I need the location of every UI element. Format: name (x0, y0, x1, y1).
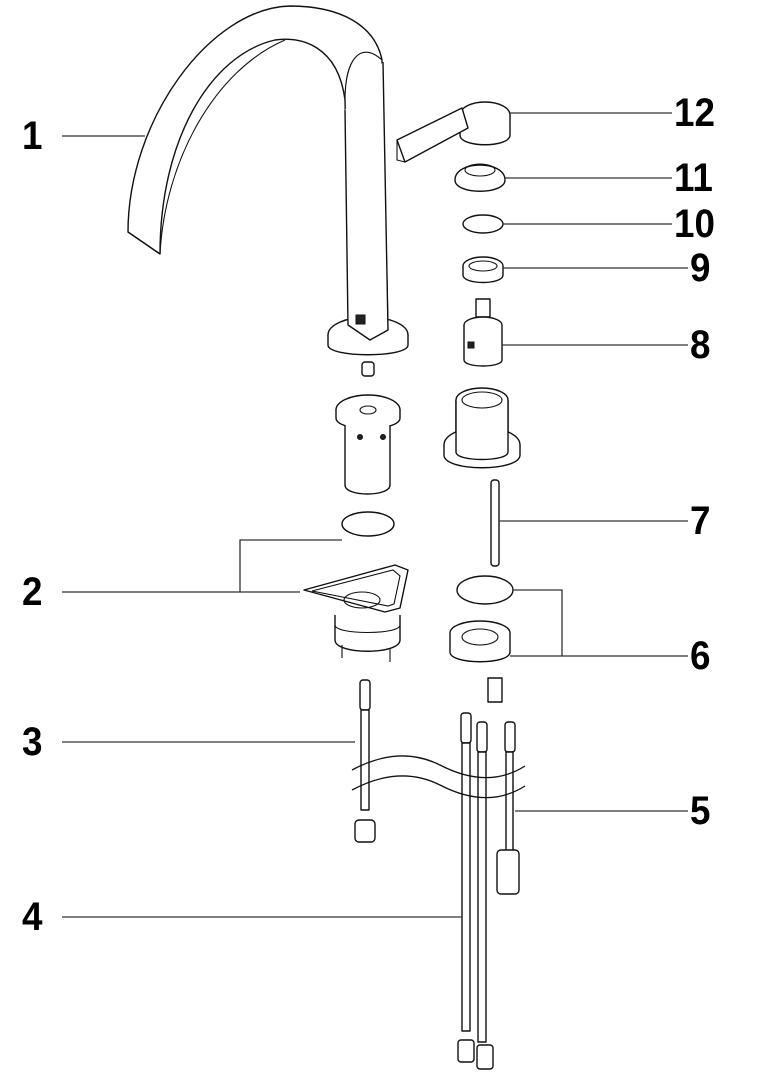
part-6-mounting-set (449, 575, 514, 703)
callout-5: 5 (690, 789, 711, 833)
callout-2: 2 (22, 570, 43, 614)
callout-4: 4 (22, 895, 43, 939)
part-12-handle (396, 101, 511, 163)
callout-9: 9 (690, 246, 711, 290)
part-10-o-ring (462, 214, 504, 234)
part-1-spout (127, 5, 409, 377)
part-2-mounting-set (303, 511, 409, 662)
part-4-5-hoses (457, 712, 520, 1070)
spout-mounting-body (335, 394, 401, 495)
callout-8: 8 (690, 323, 711, 367)
callout-6: 6 (690, 634, 711, 678)
callout-1: 1 (22, 114, 43, 158)
callout-3: 3 (22, 720, 43, 764)
part-8-cartridge (463, 298, 503, 367)
part-9-nut (462, 256, 504, 284)
part-11-cover-cap (454, 163, 506, 192)
callout-7: 7 (690, 499, 711, 543)
mixer-body (443, 387, 521, 469)
callout-11: 11 (674, 156, 713, 200)
hose-break-line (351, 755, 526, 799)
callout-10: 10 (674, 202, 715, 246)
part-3-hose (354, 679, 376, 843)
leader-lines (62, 112, 688, 918)
callout-12: 12 (674, 91, 715, 135)
part-7-rod (490, 479, 500, 567)
